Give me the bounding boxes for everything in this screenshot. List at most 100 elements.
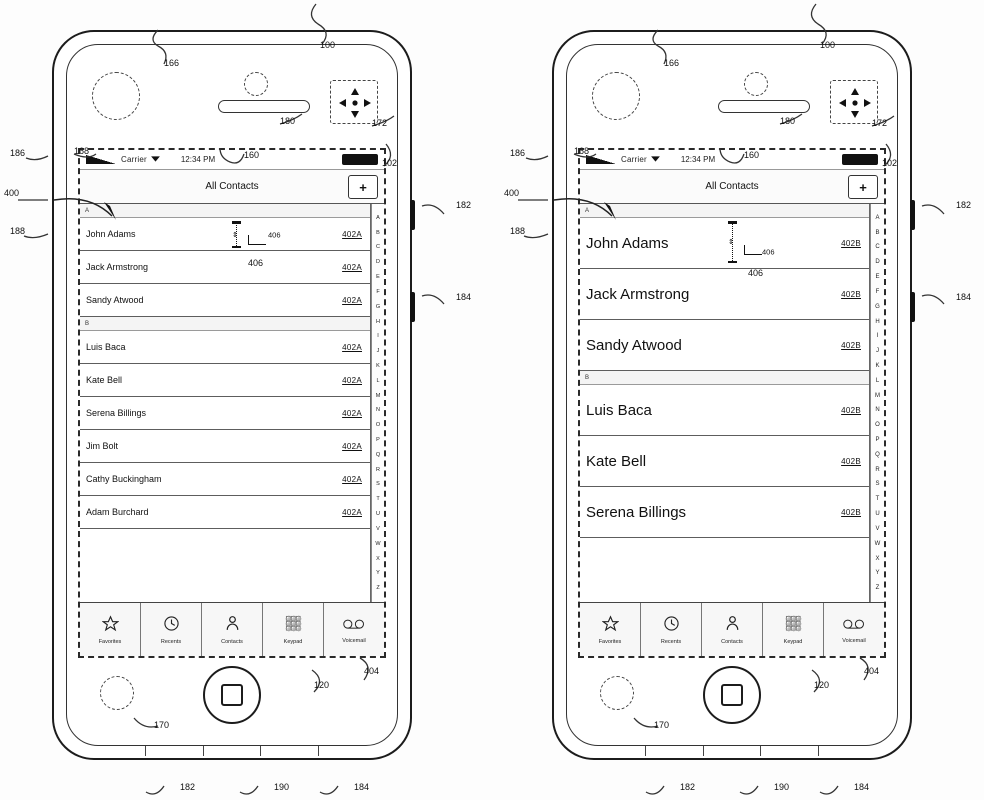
alphabet-index-letter[interactable]: I — [876, 333, 879, 340]
alphabet-index-letter[interactable]: M — [375, 392, 381, 399]
alphabet-index-letter[interactable]: Q — [375, 451, 381, 458]
bottom-edge-ports — [588, 746, 876, 756]
tab-contacts[interactable]: Contacts — [702, 603, 763, 656]
alphabet-index-letter[interactable]: Z — [376, 585, 380, 592]
alphabet-index-letter[interactable]: P — [376, 437, 380, 443]
alphabet-index-letter[interactable]: E — [875, 274, 880, 281]
home-button[interactable] — [703, 666, 761, 724]
alphabet-index-letter[interactable]: E — [376, 274, 380, 281]
alphabet-index-letter[interactable]: S — [875, 481, 880, 488]
alphabet-index-letter[interactable]: A — [875, 214, 880, 221]
tab-favorites[interactable]: Favorites — [80, 603, 141, 656]
side-button-volume-up[interactable] — [410, 200, 415, 230]
alphabet-index-letter[interactable]: H — [875, 318, 880, 325]
side-button-volume-up[interactable] — [910, 200, 915, 230]
alphabet-index-letter[interactable]: K — [875, 362, 880, 369]
alphabet-index-letter[interactable]: N — [376, 407, 380, 414]
alphabet-index-letter[interactable]: M — [875, 392, 880, 399]
alphabet-index-letter[interactable]: Z — [875, 585, 880, 592]
tab-recents[interactable]: Recents — [141, 603, 202, 656]
tab-voicemail[interactable]: Voicemail — [324, 603, 384, 656]
alphabet-index-letter[interactable]: U — [875, 511, 880, 518]
tab-recents[interactable]: Recents — [641, 603, 702, 656]
side-button-volume-down[interactable] — [910, 292, 915, 322]
alphabet-index-letter[interactable]: X — [376, 555, 380, 562]
reference-numeral: 402A — [342, 408, 362, 418]
contact-name: Sandy Atwood — [86, 295, 144, 305]
add-contact-button[interactable]: + — [848, 175, 878, 199]
alphabet-index-letter[interactable]: R — [875, 466, 880, 473]
alphabet-index-letter[interactable]: G — [375, 303, 381, 310]
alphabet-index-letter[interactable]: J — [876, 348, 879, 355]
alphabet-index-letter[interactable]: C — [376, 244, 380, 251]
alphabet-index-letter[interactable]: N — [875, 407, 880, 414]
tab-contacts[interactable]: Contacts — [202, 603, 263, 656]
signal-bars-icon — [586, 155, 616, 164]
alphabet-index-letter[interactable]: O — [375, 422, 381, 429]
alphabet-index-letter[interactable]: L — [376, 377, 380, 384]
add-contact-button[interactable]: + — [348, 175, 378, 199]
alphabet-index-letter[interactable]: A — [376, 214, 380, 221]
alphabet-index-letter[interactable]: X — [875, 555, 880, 562]
alphabet-index-letter[interactable]: V — [875, 525, 880, 532]
tab-keypad[interactable]: Keypad — [763, 603, 824, 656]
alphabet-index-letter[interactable]: L — [875, 377, 880, 384]
alphabet-index-letter[interactable]: C — [875, 244, 880, 251]
alphabet-index-letter[interactable]: D — [875, 259, 880, 266]
alphabet-index-letter[interactable]: P — [875, 437, 880, 443]
alphabet-index-letter[interactable]: S — [376, 481, 380, 488]
dimension-arrows: ⇕ — [728, 239, 734, 246]
home-button[interactable] — [203, 666, 261, 724]
alphabet-index-letter[interactable]: T — [875, 496, 880, 503]
alphabet-index-letter[interactable]: V — [376, 525, 380, 532]
alphabet-index-letter[interactable]: H — [376, 318, 380, 325]
alphabet-index-letter[interactable]: K — [376, 362, 380, 369]
alphabet-index-letter[interactable]: D — [376, 259, 380, 266]
alphabet-index-letter[interactable]: Y — [376, 570, 380, 577]
alphabet-index-letter[interactable]: Q — [875, 451, 880, 458]
contact-row[interactable]: Serena Billings 402A — [80, 397, 370, 430]
alphabet-index-letter[interactable]: T — [376, 496, 380, 503]
side-button-volume-down[interactable] — [410, 292, 415, 322]
alphabet-index-letter[interactable]: I — [377, 333, 379, 340]
alphabet-index-letter[interactable]: G — [875, 303, 880, 310]
callout-160: 160 — [244, 150, 260, 160]
alphabet-index-letter[interactable]: B — [376, 229, 380, 236]
tab-keypad[interactable]: Keypad — [263, 603, 324, 656]
contact-name: Serena Billings — [86, 408, 147, 418]
bottom-port-segment — [646, 746, 704, 756]
alphabet-index-letter[interactable]: W — [874, 540, 881, 547]
tab-favorites[interactable]: Favorites — [580, 603, 641, 656]
alphabet-index-letter[interactable]: O — [875, 422, 880, 429]
row-height-dimension-callout: ⇕406 — [232, 221, 302, 248]
alphabet-index-letter[interactable]: R — [376, 466, 380, 473]
tab-voicemail[interactable]: Voicemail — [824, 603, 884, 656]
alphabet-index-letter[interactable]: U — [376, 511, 380, 518]
alphabet-index-letter[interactable]: W — [375, 540, 381, 547]
alphabet-index-letter[interactable]: F — [875, 288, 880, 295]
callout-102: 102 — [382, 158, 398, 168]
alphabet-index-letter[interactable]: F — [376, 288, 380, 295]
page-title: All Contacts — [205, 181, 259, 192]
alphabet-index-letter[interactable]: Y — [875, 570, 880, 577]
alphabet-index-letter[interactable]: J — [376, 348, 380, 355]
alphabet-index-letter[interactable]: B — [875, 229, 880, 236]
